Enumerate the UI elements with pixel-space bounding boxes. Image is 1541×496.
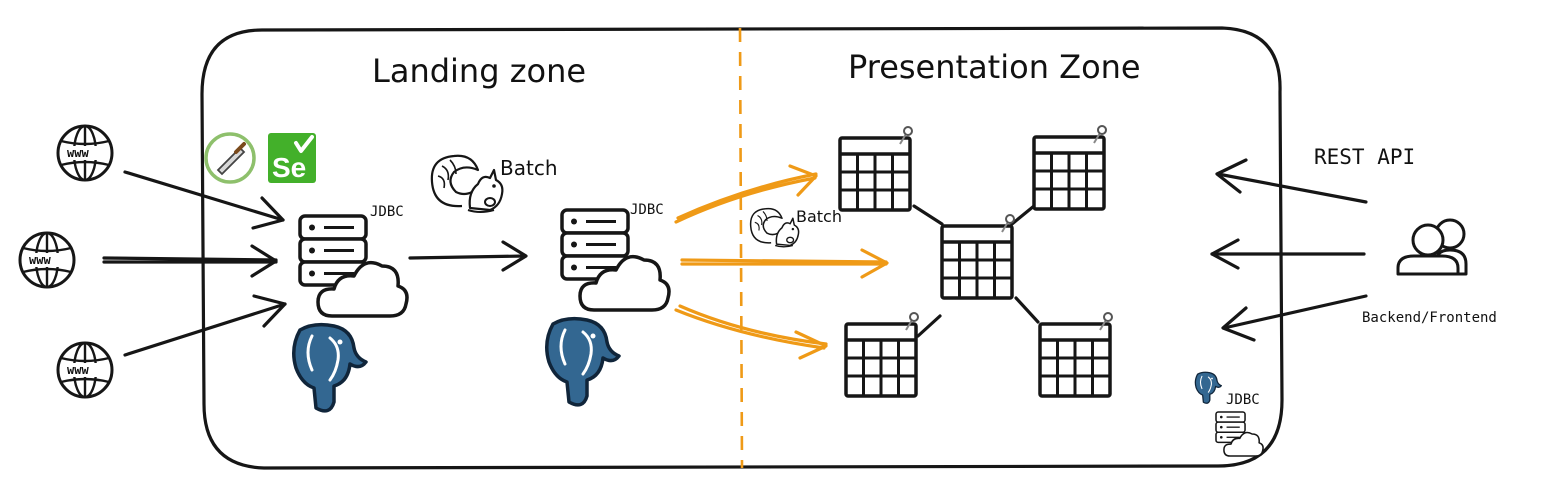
- postgresql-elephant-icon: [1194, 371, 1222, 404]
- table-bottom-left: [844, 311, 920, 398]
- spatula-icon: [204, 132, 256, 184]
- presentation-zone-title: Presentation Zone: [848, 48, 1141, 86]
- web-source-1: www: [56, 124, 114, 182]
- www-label: www: [67, 363, 89, 377]
- ingest-arrow-1: [123, 170, 285, 230]
- landing-database: [298, 214, 409, 318]
- backend-frontend-label: Backend/Frontend: [1362, 310, 1497, 326]
- orange-flow-middle: [680, 248, 889, 279]
- batch-label-landing: Batch: [500, 156, 558, 180]
- table-bottom-right: [1038, 311, 1114, 398]
- api-arrow-bottom: [1221, 294, 1368, 342]
- postgresql-elephant-icon: [545, 316, 621, 407]
- database-cloud-icon: [298, 214, 409, 318]
- table-icon: [940, 213, 1016, 300]
- table-top-left: [838, 125, 914, 212]
- table-icon: [1032, 124, 1108, 211]
- table-icon: [1038, 311, 1114, 398]
- landing-zone-title: Landing zone: [372, 52, 586, 90]
- ingest-arrow-3: [123, 294, 287, 357]
- selenium-icon: Se: [268, 133, 316, 183]
- table-top-right: [1032, 124, 1108, 211]
- jdbc-label-landing: JDBC: [370, 204, 404, 220]
- orange-flow-top: [674, 164, 818, 224]
- selenium-label: Se: [272, 152, 306, 183]
- database-cloud-icon: [1215, 411, 1264, 457]
- batch-presentation: [749, 207, 800, 248]
- users-icon: [1396, 218, 1468, 276]
- squirrel-icon: [430, 154, 504, 214]
- landing-postgres: [292, 322, 368, 413]
- batch-label-presentation: Batch: [796, 207, 842, 226]
- table-icon: [838, 125, 914, 212]
- web-source-2: www: [18, 231, 76, 289]
- staging-postgres: [545, 316, 621, 407]
- orange-flow-bottom: [674, 304, 828, 360]
- batch-landing: [430, 154, 504, 214]
- www-label: www: [67, 146, 89, 160]
- api-arrow-top: [1215, 158, 1368, 204]
- ingest-arrow-2: [102, 244, 278, 278]
- web-source-3: www: [56, 341, 114, 399]
- postgresql-elephant-icon: [292, 322, 368, 413]
- database-cloud-icon: [560, 208, 671, 312]
- platform-boundary: [200, 26, 1284, 470]
- presentation-postgres-small: [1194, 371, 1222, 404]
- table-center: [940, 213, 1016, 300]
- jdbc-label-staging: JDBC: [630, 202, 664, 218]
- schema-links: [912, 204, 1040, 338]
- api-arrow-middle: [1210, 238, 1366, 270]
- presentation-database-small: [1215, 411, 1264, 457]
- staging-database: [560, 208, 671, 312]
- rest-api-label: REST API: [1314, 145, 1415, 169]
- transfer-arrow: [408, 240, 528, 272]
- table-icon: [844, 311, 920, 398]
- jdbc-label-small: JDBC: [1226, 392, 1260, 408]
- www-label: www: [29, 253, 51, 267]
- zone-divider: [738, 27, 744, 469]
- squirrel-icon: [749, 207, 800, 248]
